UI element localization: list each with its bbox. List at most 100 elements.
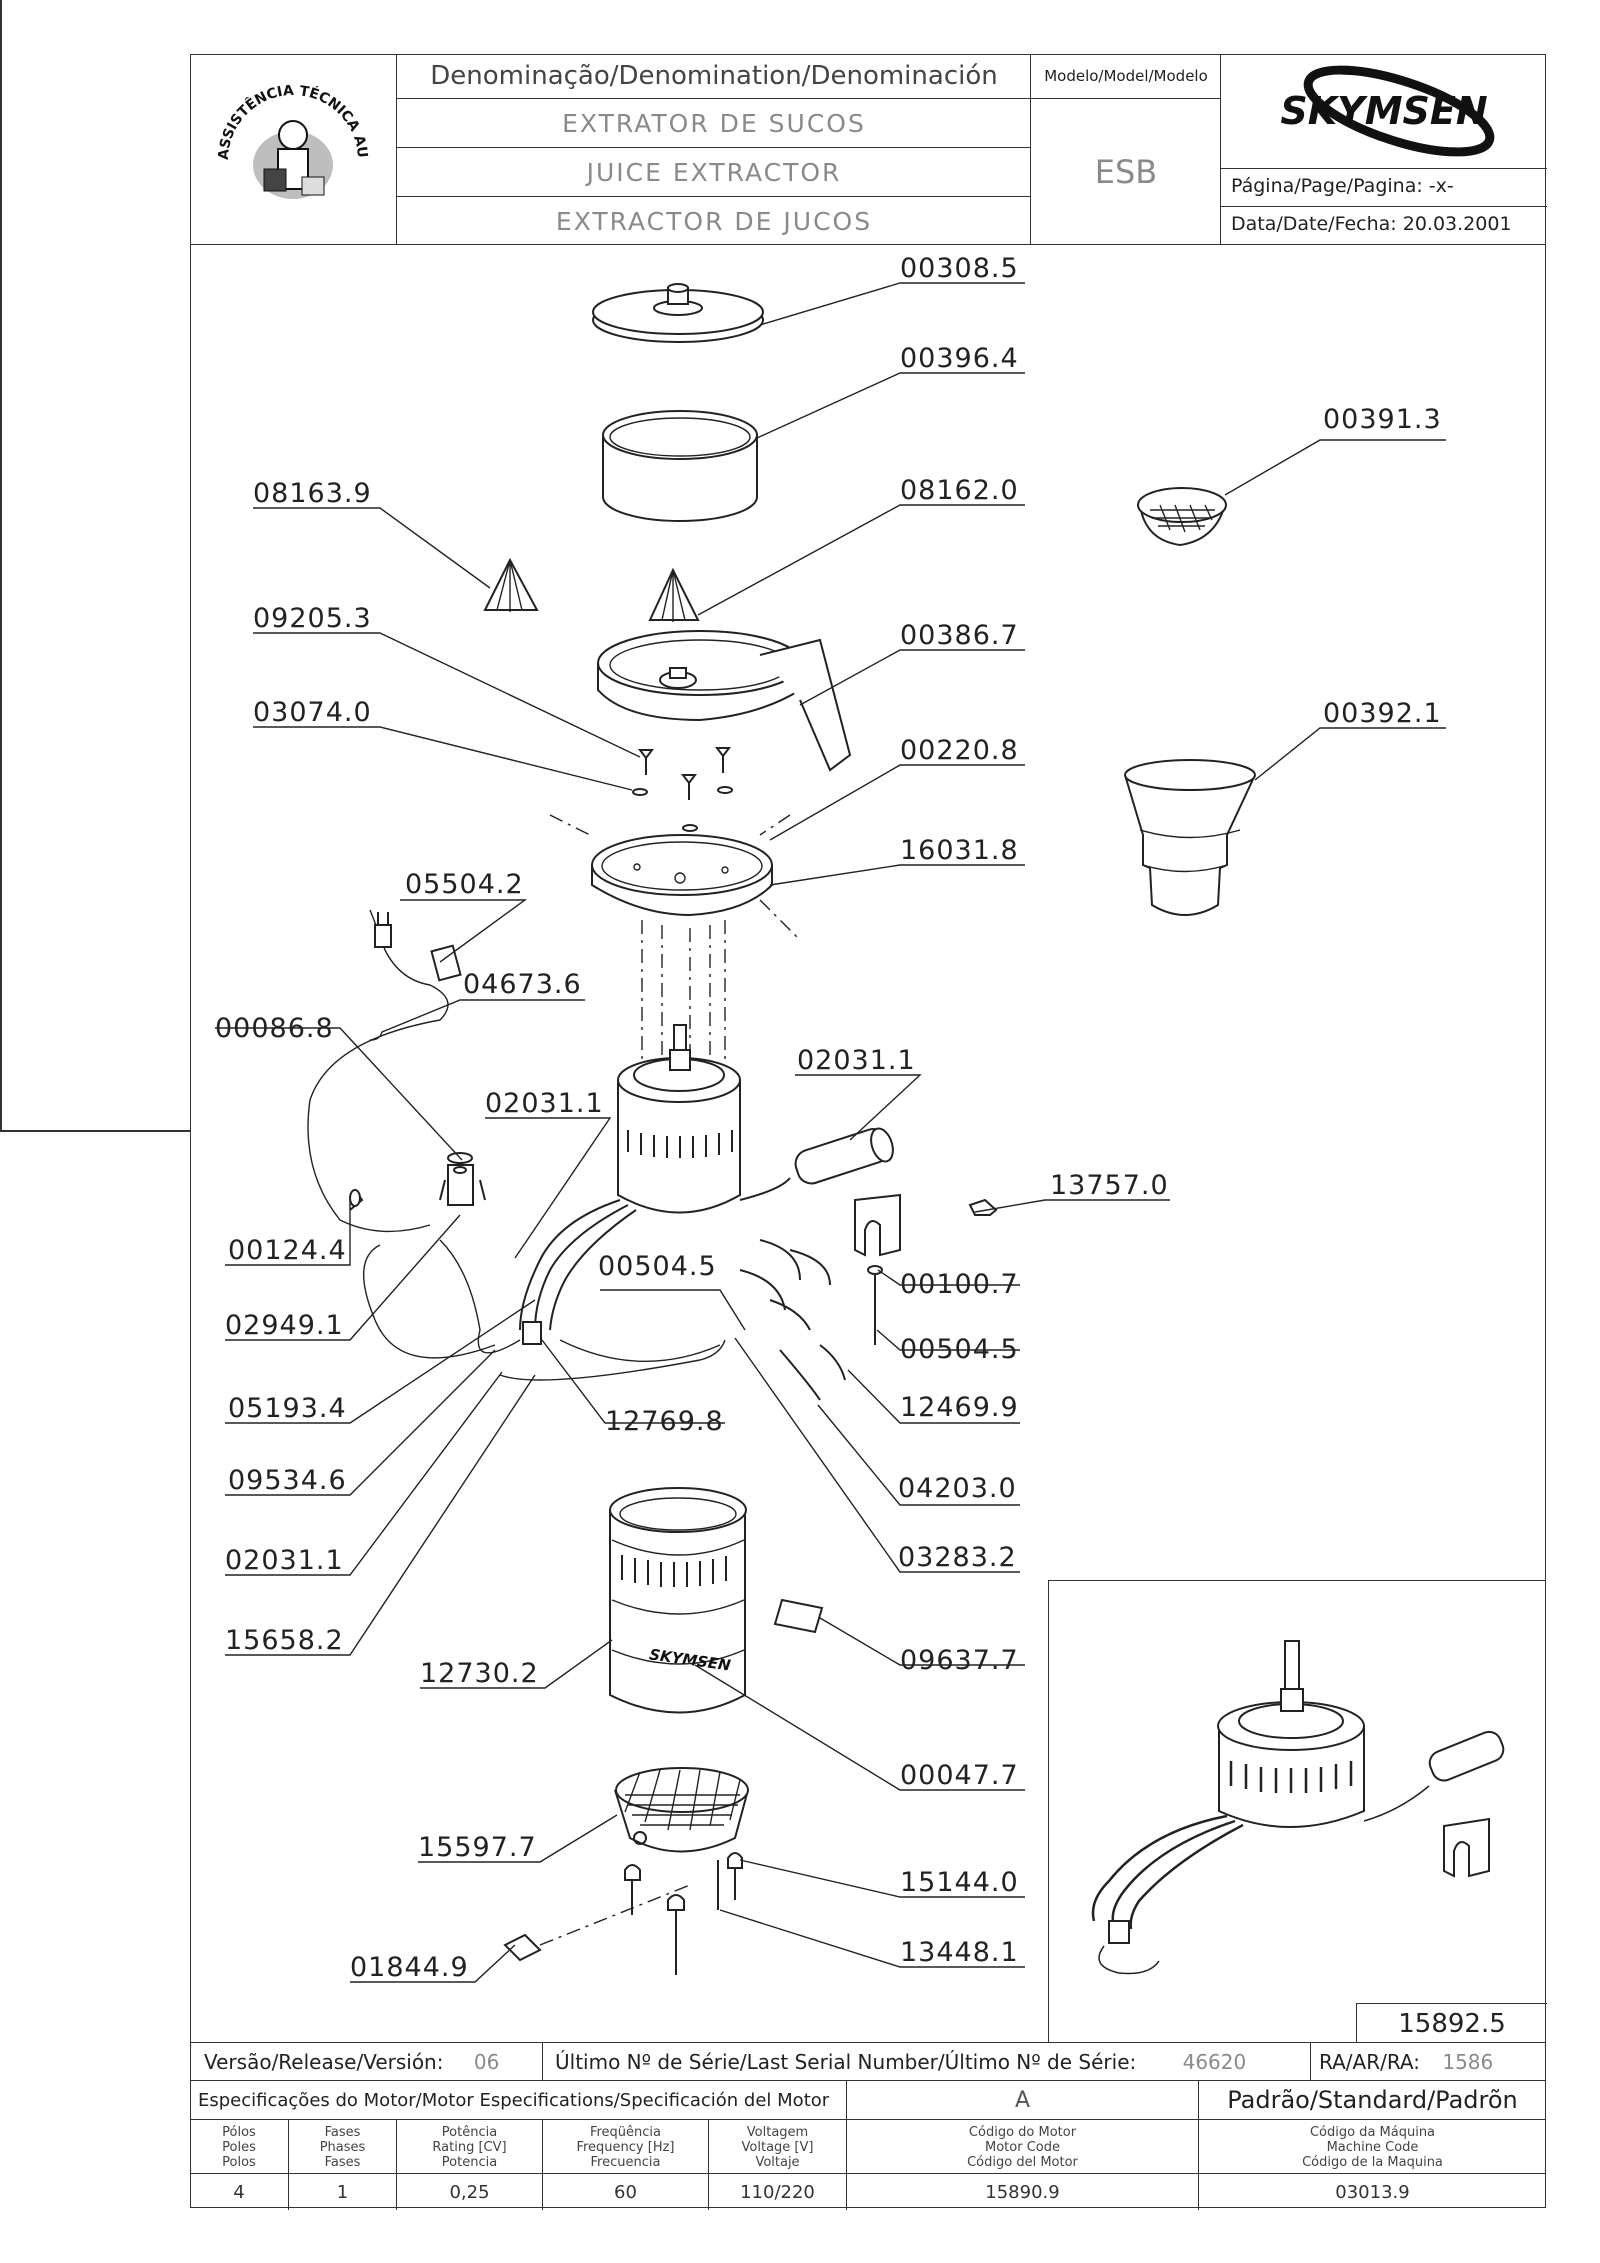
- authorized-service-stamp: ASSISTÊNCIA TÉCNICA AUTORIZADA: [190, 54, 396, 245]
- cone-right-part: [648, 567, 700, 622]
- page-label: Página/Page/Pagina:: [1231, 175, 1423, 197]
- skymsen-logo-icon: SKYMSEN: [1280, 65, 1495, 157]
- screw-right-part: [867, 1265, 883, 1345]
- page-value: -x-: [1428, 175, 1454, 197]
- ra-cell: RA/AR/RA: 1586: [1310, 2043, 1546, 2081]
- part-label: 09205.3: [253, 603, 372, 634]
- serial-label: Último Nº de Série/Last Serial Number/Úl…: [555, 2050, 1137, 2074]
- ra-label: RA/AR/RA:: [1319, 2050, 1420, 2074]
- part-label: 12769.8: [605, 1406, 724, 1437]
- cone-left-part: [483, 557, 539, 612]
- model-block: Modelo/Model/Modelo ESB: [1030, 54, 1221, 245]
- denomination-block: Denominação/Denomination/Denominación EX…: [396, 54, 1031, 245]
- part-label: 02031.1: [797, 1045, 916, 1076]
- voltage-value: 110/220: [708, 2174, 846, 2210]
- upper-housing-part: [549, 814, 801, 941]
- part-label: 00391.3: [1323, 404, 1442, 435]
- part-label: 02949.1: [225, 1310, 344, 1341]
- title-block: ASSISTÊNCIA TÉCNICA AUTORIZADA Denominaç…: [190, 54, 1547, 245]
- col-motor-code: Código do Motor Motor Code Código del Mo…: [846, 2120, 1198, 2174]
- part-label: 15658.2: [225, 1625, 344, 1656]
- motor-inset-drawing: [1091, 1640, 1505, 1975]
- col-voltage: Voltagem Voltage [V] Voltaje: [708, 2120, 846, 2174]
- part-label: 03074.0: [253, 697, 372, 728]
- page-border-cut: [0, 1130, 190, 1132]
- part-label: 12469.9: [900, 1392, 1019, 1423]
- part-label: 05193.4: [228, 1393, 347, 1424]
- part-label: 00386.7: [900, 620, 1019, 651]
- denomination-es: EXTRACTOR DE JUCOS: [397, 196, 1031, 245]
- part-label: 02031.1: [225, 1545, 344, 1576]
- phases-value: 1: [288, 2174, 396, 2210]
- date-value: 20.03.2001: [1402, 213, 1512, 235]
- brand-logo: SKYMSEN: [1221, 54, 1547, 168]
- serial-value: 46620: [1182, 2050, 1247, 2074]
- denomination-pt: EXTRATOR DE SUCOS: [397, 98, 1031, 147]
- drawing-frame: [190, 54, 1546, 2208]
- inset-code-box: 15892.5: [1356, 2003, 1547, 2043]
- part-label: 12730.2: [420, 1658, 539, 1689]
- part-label: 00086.8: [215, 1013, 334, 1044]
- part-label: 00124.4: [228, 1235, 347, 1266]
- version-value: 06: [473, 2050, 500, 2074]
- base-grid-part: [614, 1767, 749, 1853]
- version-cell: Versão/Release/Versión: 06: [190, 2043, 542, 2081]
- screws-part: [632, 747, 733, 832]
- version-label: Versão/Release/Versión:: [204, 2050, 444, 2074]
- specs-section-label: Especificações do Motor/Motor Especifica…: [198, 2090, 830, 2111]
- part-label: 00220.8: [900, 735, 1019, 766]
- brush-springs-part: [739, 1239, 846, 1401]
- part-label: 09534.6: [228, 1465, 347, 1496]
- power-plug-part: [374, 912, 462, 982]
- ra-value: 1586: [1442, 2050, 1494, 2074]
- part-labels: 00308.5 00396.4 00391.3 08163.9 08162.0 …: [215, 253, 1442, 1983]
- capacitor-part: [739, 1127, 894, 1201]
- specs-value-row: 4 1 0,25 60 110/220 15890.9 03013.9: [190, 2173, 1546, 2210]
- part-label: 00504.5: [598, 1251, 717, 1282]
- leader-lines: [215, 282, 1446, 1983]
- part-label: 00396.4: [900, 343, 1019, 374]
- brand-block: SKYMSEN Página/Page/Pagina: -x- Data/Dat…: [1220, 54, 1547, 245]
- part-label: 08163.9: [253, 478, 372, 509]
- part-label: 16031.8: [900, 835, 1019, 866]
- strainer-part: [1137, 487, 1227, 547]
- assembly-guide-lines: [641, 920, 726, 1080]
- part-label: 04203.0: [898, 1473, 1017, 1504]
- feet-part: [539, 1852, 743, 1975]
- standard-label: Padrão/Standard/Padrõn: [1198, 2081, 1546, 2119]
- machine-code-value: 03013.9: [1198, 2174, 1546, 2210]
- denomination-en: JUICE EXTRACTOR: [397, 147, 1031, 196]
- motor-variant: A: [846, 2081, 1198, 2119]
- part-label: 00392.1: [1323, 698, 1442, 729]
- cup-part: [1124, 759, 1256, 916]
- part-label: 00308.5: [900, 253, 1019, 284]
- page-row: Página/Page/Pagina: -x-: [1221, 168, 1547, 206]
- part-label: 03283.2: [898, 1542, 1017, 1573]
- stamp-logo-icon: ASSISTÊNCIA TÉCNICA AUTORIZADA: [208, 65, 370, 199]
- nut-part: [968, 1198, 998, 1216]
- lid-part: [592, 283, 764, 343]
- denomination-label: Denominação/Denomination/Denominación: [430, 61, 998, 91]
- model-label: Modelo/Model/Modelo: [1044, 67, 1208, 85]
- switch-part: [439, 1152, 486, 1206]
- serial-cell: Último Nº de Série/Last Serial Number/Úl…: [542, 2043, 1310, 2081]
- col-machine-code: Código da Máquina Machine Code Código de…: [1198, 2120, 1546, 2174]
- motor-part: [617, 1024, 741, 1214]
- col-power: Potência Rating [CV] Potencia: [396, 2120, 542, 2174]
- part-label: 08162.0: [900, 475, 1019, 506]
- part-label: 13757.0: [1050, 1170, 1169, 1201]
- part-label: 05504.2: [405, 869, 524, 900]
- part-label: 00047.7: [900, 1760, 1019, 1791]
- specs-header-row: Pólos Poles Polos Fases Phases Fases Pot…: [190, 2119, 1546, 2174]
- part-label: 15144.0: [900, 1867, 1019, 1898]
- part-label: 15597.7: [418, 1832, 537, 1863]
- capacitor-clip-part: [854, 1193, 901, 1257]
- body-part: SKYMSEN: [609, 1487, 747, 1714]
- page-border-left: [0, 0, 2, 1130]
- motor-inset: 15892.5: [1048, 1580, 1547, 2043]
- part-label: 00100.7: [900, 1269, 1019, 1300]
- brand-name: SKYMSEN: [1280, 89, 1487, 133]
- part-label: 13448.1: [900, 1937, 1019, 1968]
- specs-table: Especificações do Motor/Motor Especifica…: [190, 2080, 1546, 2210]
